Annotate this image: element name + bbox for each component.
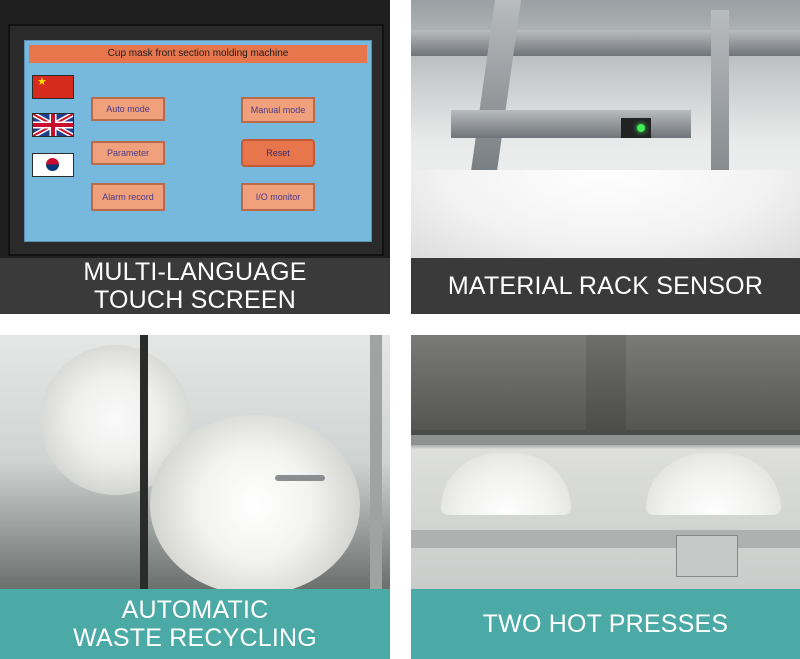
guide-rail	[411, 435, 800, 445]
frame-post	[140, 335, 148, 589]
uk-flag-icon[interactable]	[31, 111, 75, 139]
fabric-roll	[411, 170, 800, 258]
caption-line: TWO HOT PRESSES	[482, 610, 729, 638]
io-monitor-button[interactable]: I/O monitor	[241, 183, 315, 211]
panel-hot-presses: TWO HOT PRESSES	[411, 335, 800, 659]
panel-waste-recycling: AUTOMATIC WASTE RECYCLING	[0, 335, 390, 659]
sensor-photo	[411, 0, 800, 258]
press-right	[626, 335, 800, 430]
sensor-bar	[451, 110, 691, 138]
reset-button[interactable]: Reset	[241, 139, 315, 167]
caption-hot-presses: TWO HOT PRESSES	[411, 589, 800, 659]
press-left	[411, 335, 586, 430]
caption-line: MULTI-LANGUAGE	[83, 258, 307, 286]
caption-waste: AUTOMATIC WASTE RECYCLING	[0, 589, 390, 659]
mask-cup-right	[646, 453, 781, 515]
caption-sensor: MATERIAL RACK SENSOR	[411, 258, 800, 314]
panel-touch-screen: Cup mask front section molding machine ★…	[0, 0, 390, 314]
hmi-bezel: Cup mask front section molding machine ★…	[8, 24, 384, 256]
spindle	[275, 475, 325, 481]
sensor-led-icon	[637, 124, 645, 132]
union-jack-graphic	[31, 111, 75, 139]
hmi-screen: Cup mask front section molding machine ★…	[24, 40, 372, 242]
caption-touch-screen: MULTI-LANGUAGE TOUCH SCREEN	[0, 258, 390, 314]
waste-photo	[0, 335, 390, 589]
mask-cup-left	[441, 453, 571, 515]
caption-line: WASTE RECYCLING	[73, 624, 317, 652]
caption-line: MATERIAL RACK SENSOR	[447, 272, 764, 300]
caption-line: TOUCH SCREEN	[94, 286, 296, 314]
china-flag-icon[interactable]: ★	[32, 75, 74, 99]
panel-material-rack-sensor: MATERIAL RACK SENSOR	[411, 0, 800, 314]
top-rail	[411, 30, 800, 56]
manual-mode-button[interactable]: Manual mode	[241, 97, 315, 123]
sensor-body	[621, 118, 651, 138]
hmi-title: Cup mask front section molding machine	[29, 45, 367, 63]
hot-presses-photo	[411, 335, 800, 589]
star-icon: ★	[37, 76, 47, 88]
frame-post-right	[370, 335, 382, 589]
auto-mode-button[interactable]: Auto mode	[91, 97, 165, 121]
korea-flag-icon[interactable]	[32, 153, 74, 177]
waste-roll-front	[150, 415, 360, 589]
caption-line: AUTOMATIC	[121, 596, 269, 624]
cylinder-block	[676, 535, 738, 577]
touch-screen-photo: Cup mask front section molding machine ★…	[0, 0, 390, 258]
conveyor-plate	[411, 530, 800, 548]
taegeuk-icon	[46, 158, 59, 171]
parameter-button[interactable]: Parameter	[91, 141, 165, 165]
alarm-record-button[interactable]: Alarm record	[91, 183, 165, 211]
